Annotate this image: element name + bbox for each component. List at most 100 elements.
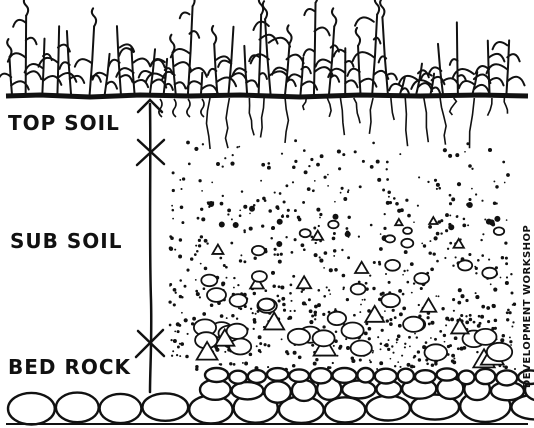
pebble	[365, 306, 384, 322]
soil-particle	[428, 322, 431, 325]
soil-particle	[443, 334, 446, 337]
soil-particle	[439, 330, 442, 333]
soil-particle	[221, 283, 224, 286]
soil-particle	[431, 364, 434, 367]
soil-particle	[477, 259, 480, 262]
pebble	[355, 262, 368, 273]
soil-particle	[434, 338, 437, 341]
soil-particle	[449, 194, 452, 197]
soil-particle	[176, 354, 178, 356]
soil-particle	[436, 183, 440, 187]
soil-particle	[195, 368, 198, 371]
soil-particle	[239, 209, 241, 211]
soil-particle	[285, 184, 288, 187]
soil-particle	[278, 299, 281, 302]
plant-leaf	[216, 77, 236, 86]
pebble	[252, 246, 265, 255]
soil-particle	[407, 363, 411, 367]
soil-particle	[237, 284, 239, 286]
soil-particle	[377, 178, 381, 182]
pebble	[297, 276, 311, 288]
boulder	[292, 380, 316, 401]
soil-particle	[492, 304, 496, 308]
root	[470, 98, 475, 148]
soil-particle	[429, 240, 431, 242]
soil-particle	[390, 358, 392, 360]
soil-particle	[433, 252, 436, 255]
soil-particle	[341, 187, 344, 190]
soil-particle	[252, 312, 254, 314]
soil-particle	[261, 224, 264, 227]
soil-particle	[324, 251, 328, 255]
soil-particle	[309, 309, 313, 313]
soil-particle	[467, 224, 469, 226]
plant-leaf	[421, 73, 432, 79]
soil-particle	[387, 190, 391, 194]
pebble	[313, 330, 335, 346]
soil-particle	[169, 235, 172, 238]
soil-particle	[286, 352, 289, 355]
soil-particle	[382, 189, 385, 192]
boulder	[333, 368, 357, 383]
pebble	[487, 343, 512, 361]
soil-particle	[404, 250, 408, 254]
sub-soil-pebbles	[194, 217, 512, 367]
soil-particle	[399, 366, 401, 368]
soil-particle	[281, 338, 283, 340]
soil-particle	[431, 321, 435, 325]
soil-particle	[274, 248, 277, 251]
soil-particle	[282, 303, 286, 307]
soil-particle	[334, 201, 336, 203]
soil-particle	[511, 292, 514, 295]
soil-particle	[327, 174, 329, 176]
soil-particle	[510, 273, 512, 275]
soil-particle	[256, 345, 258, 347]
soil-particle	[208, 201, 214, 207]
boulder	[56, 393, 99, 423]
root	[440, 98, 446, 145]
soil-particle	[294, 238, 297, 241]
soil-particle	[360, 304, 362, 306]
soil-particle	[380, 342, 383, 345]
soil-particle	[271, 271, 275, 275]
soil-particle	[236, 146, 238, 148]
soil-particle	[481, 200, 483, 202]
root	[249, 98, 254, 135]
soil-particle	[345, 231, 351, 237]
soil-particle	[311, 315, 314, 318]
soil-particle	[396, 342, 398, 344]
soil-particle	[173, 288, 177, 292]
root	[261, 98, 265, 138]
soil-particle	[170, 339, 172, 341]
soil-particle	[402, 307, 406, 311]
soil-particle	[229, 362, 232, 365]
soil-particle	[509, 311, 512, 314]
soil-particle	[294, 160, 297, 163]
soil-particle	[323, 267, 325, 269]
soil-particle	[184, 285, 187, 288]
soil-particle	[455, 256, 457, 258]
soil-particle	[436, 232, 440, 236]
label-top-soil: TOP SOIL	[8, 111, 120, 135]
plant-leaf	[474, 85, 489, 93]
soil-particle	[449, 214, 451, 216]
soil-particle	[402, 274, 404, 276]
soil-particle	[486, 306, 490, 310]
soil-particle	[494, 327, 497, 330]
soil-particle	[359, 358, 362, 361]
root	[207, 98, 211, 149]
soil-particle	[333, 255, 335, 257]
soil-particle	[280, 253, 283, 256]
soil-particle	[332, 362, 334, 364]
soil-particle	[220, 202, 224, 206]
boulder	[229, 371, 247, 384]
soil-particle	[172, 350, 174, 352]
soil-particle	[303, 248, 306, 251]
soil-particle	[254, 321, 256, 323]
pebble	[385, 235, 395, 242]
soil-particle	[294, 209, 297, 212]
soil-particle	[223, 264, 226, 267]
plant-leaf	[353, 52, 374, 61]
plant-tassel	[92, 8, 96, 26]
soil-particle	[388, 339, 390, 341]
